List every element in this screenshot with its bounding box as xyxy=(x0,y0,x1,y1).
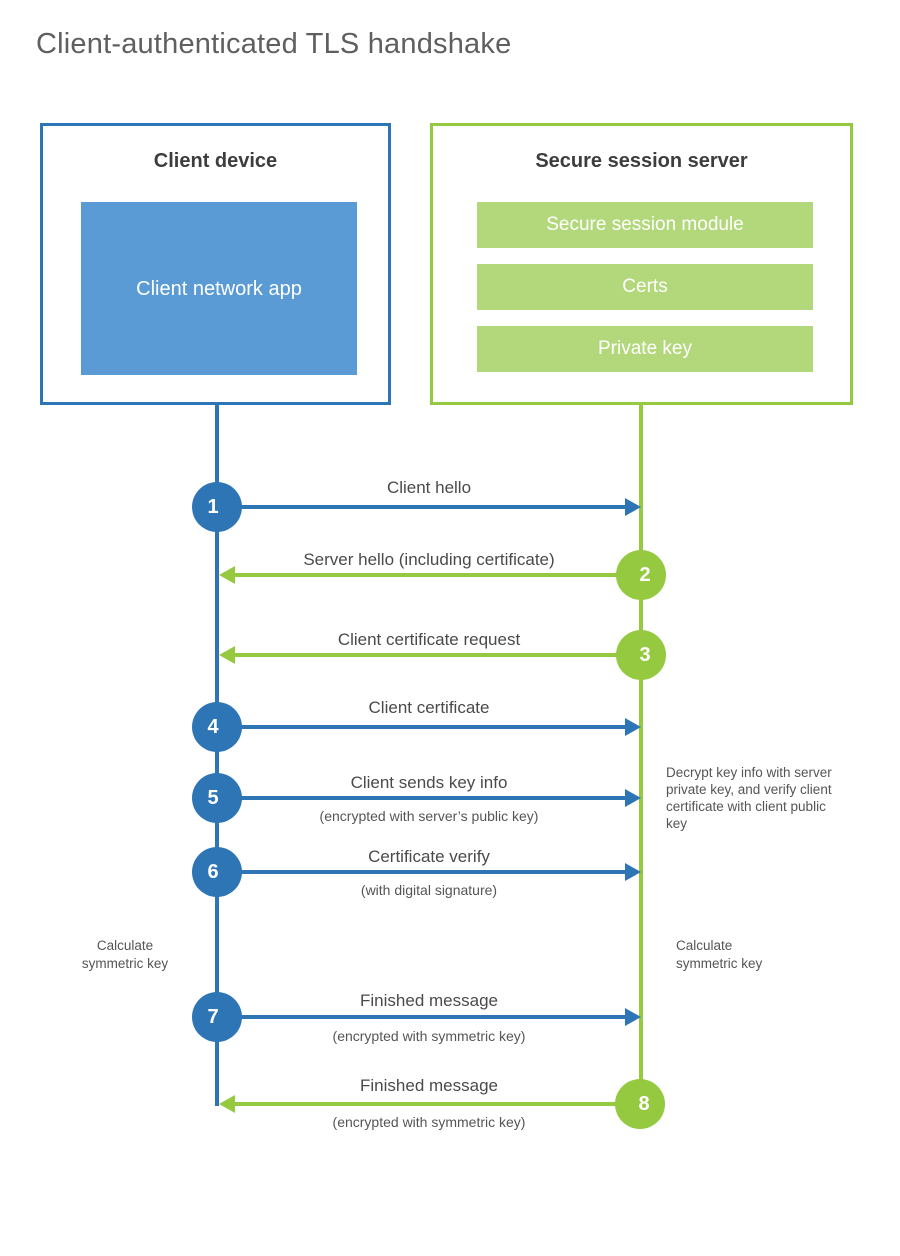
client-device-box: Client device Client network app xyxy=(40,123,391,405)
step-2-arrow xyxy=(235,573,641,577)
client-lifeline xyxy=(215,405,219,1106)
step-4-arrow xyxy=(230,725,626,729)
step-2-arrowhead-icon xyxy=(219,566,235,584)
step-7-label: Finished message xyxy=(360,991,498,1010)
step-3-arrow xyxy=(235,653,641,657)
diagram-title: Client-authenticated TLS handshake xyxy=(36,28,512,60)
step-3-arrowhead-icon xyxy=(219,646,235,664)
client-network-app-block: Client network app xyxy=(81,202,357,375)
client-network-app-label: Client network app xyxy=(136,277,302,300)
server-modules: Secure session module Certs Private key xyxy=(477,202,813,388)
step-7-sublabel: (encrypted with symmetric key) xyxy=(332,1028,526,1044)
server-module-private-key: Private key xyxy=(477,326,813,372)
step-8-arrowhead-icon xyxy=(219,1095,235,1113)
note-calculate-symmetric-key-left: Calculate symmetric key xyxy=(81,938,169,971)
step-7-circle: 7 xyxy=(192,992,242,1042)
step-8-label: Finished message xyxy=(360,1076,498,1095)
step-2-circle: 2 xyxy=(616,550,666,600)
step-6-circle: 6 xyxy=(192,847,242,897)
step-6-arrow xyxy=(230,870,626,874)
step-1-label: Client hello xyxy=(386,478,472,497)
server-title: Secure session server xyxy=(535,150,748,172)
step-1-circle: 1 xyxy=(192,482,242,532)
step-5-arrowhead-icon xyxy=(625,789,641,807)
step-5-label: Client sends key info xyxy=(350,773,508,792)
step-8-sublabel: (encrypted with symmetric key) xyxy=(332,1114,526,1130)
server-module-secure-session: Secure session module xyxy=(477,202,813,248)
step-4-label: Client certificate xyxy=(368,698,490,717)
client-device-title: Client device xyxy=(153,150,278,172)
step-7-arrow xyxy=(230,1015,626,1019)
step-4-arrowhead-icon xyxy=(625,718,641,736)
step-4-circle: 4 xyxy=(192,702,242,752)
server-box: Secure session server Secure session mod… xyxy=(430,123,853,405)
step-1-arrowhead-icon xyxy=(625,498,641,516)
step-8-circle: 8 xyxy=(615,1079,665,1129)
note-calculate-symmetric-key-right: Calculate symmetric key xyxy=(676,938,763,971)
server-lifeline xyxy=(639,405,643,1104)
step-5-arrow xyxy=(230,796,626,800)
step-1-arrow xyxy=(230,505,626,509)
step-2-label: Server hello (including certificate) xyxy=(303,550,555,569)
step-5-sublabel: (encrypted with server’s public key) xyxy=(319,808,539,824)
step-6-arrowhead-icon xyxy=(625,863,641,881)
server-module-certs: Certs xyxy=(477,264,813,310)
step-3-circle: 3 xyxy=(616,630,666,680)
step-8-arrow xyxy=(235,1102,641,1106)
step-5-circle: 5 xyxy=(192,773,242,823)
step-6-label: Certificate verify xyxy=(368,847,490,866)
step-6-sublabel: (with digital signature) xyxy=(360,882,498,898)
step-7-arrowhead-icon xyxy=(625,1008,641,1026)
note-decrypt-key-info: Decrypt key info with server private key… xyxy=(666,765,832,831)
step-3-label: Client certificate request xyxy=(337,630,521,649)
